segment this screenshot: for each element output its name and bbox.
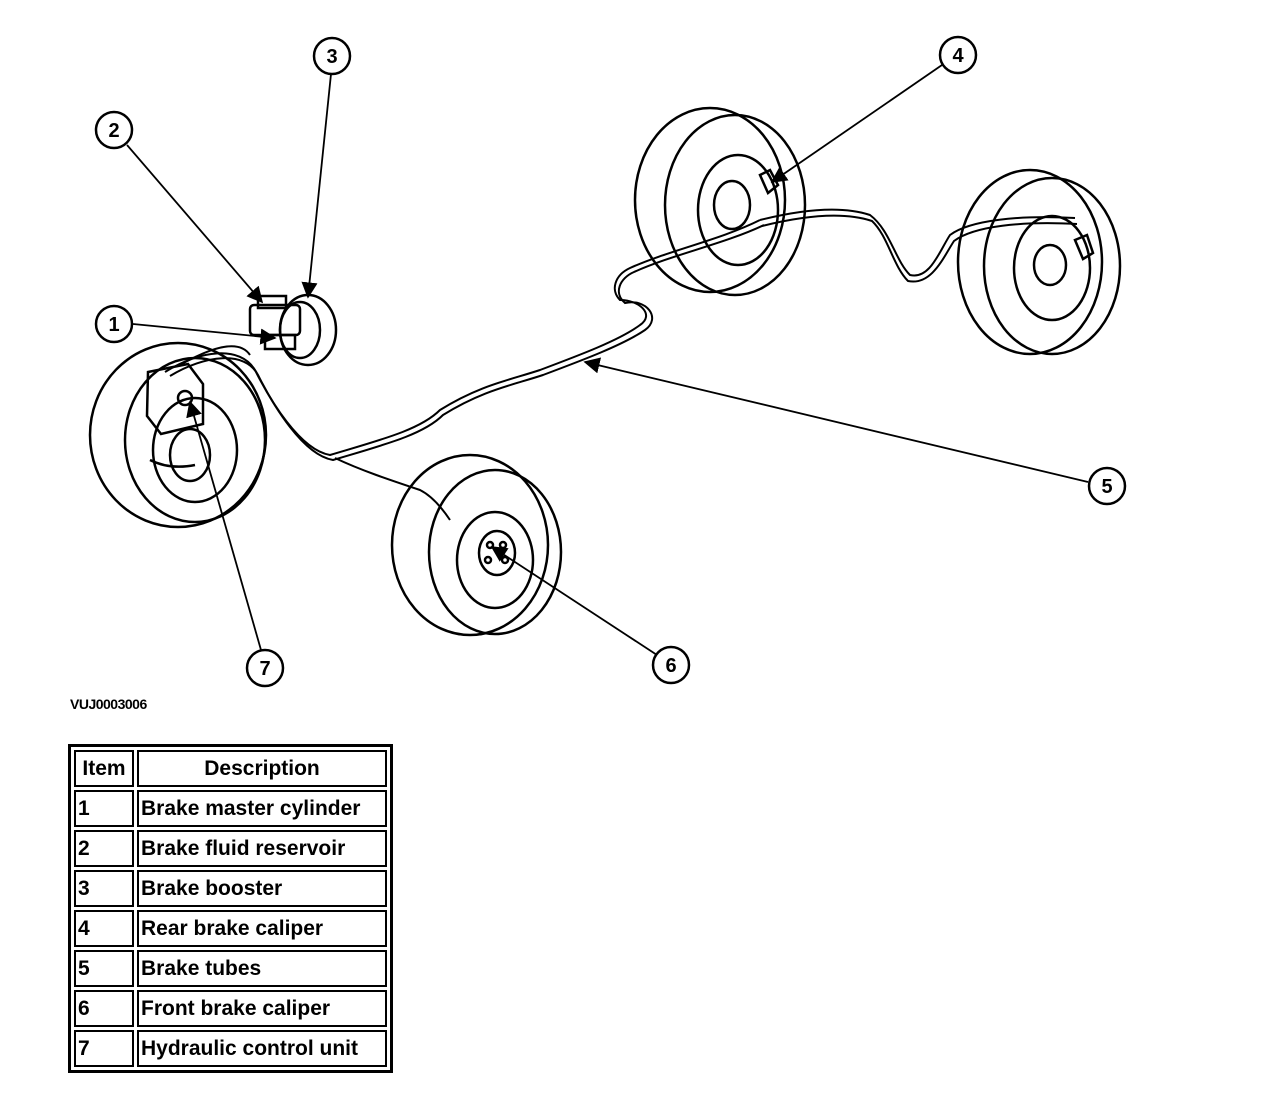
table-row: 4 Rear brake caliper (74, 910, 387, 947)
svg-text:3: 3 (326, 46, 337, 68)
svg-text:2: 2 (108, 120, 119, 142)
legend-header-row: Item Description (74, 750, 387, 787)
legend-header-item: Item (74, 750, 134, 787)
svg-text:7: 7 (259, 658, 270, 680)
legend-item-number: 7 (74, 1030, 134, 1067)
svg-text:1: 1 (108, 314, 119, 336)
legend-item-number: 3 (74, 870, 134, 907)
legend-item-description: Brake tubes (137, 950, 387, 987)
legend-item-description: Hydraulic control unit (137, 1030, 387, 1067)
legend-item-description: Brake booster (137, 870, 387, 907)
svg-text:6: 6 (665, 655, 676, 677)
callout-7: 7 (245, 648, 285, 688)
legend-item-description: Front brake caliper (137, 990, 387, 1027)
legend-header-description: Description (137, 750, 387, 787)
svg-text:4: 4 (952, 45, 964, 67)
hydraulic-control-unit (145, 362, 205, 436)
callout-1: 1 (94, 304, 134, 344)
callout-3: 3 (312, 36, 352, 76)
table-row: 2 Brake fluid reservoir (74, 830, 387, 867)
callout-2: 2 (94, 110, 134, 150)
legend-item-number: 6 (74, 990, 134, 1027)
brake-tubes (164, 208, 1078, 521)
brake-booster-assembly (248, 293, 338, 367)
table-row: 1 Brake master cylinder (74, 790, 387, 827)
legend-item-description: Brake master cylinder (137, 790, 387, 827)
rear-left-wheel (633, 106, 807, 297)
svg-text:5: 5 (1101, 476, 1112, 498)
legend-item-number: 4 (74, 910, 134, 947)
callout-5: 5 (1087, 466, 1127, 506)
table-row: 5 Brake tubes (74, 950, 387, 987)
legend-item-description: Rear brake caliper (137, 910, 387, 947)
legend-item-description: Brake fluid reservoir (137, 830, 387, 867)
callout-4: 4 (938, 35, 978, 75)
table-row: 6 Front brake caliper (74, 990, 387, 1027)
front-right-wheel (390, 453, 563, 637)
callout-6: 6 (651, 645, 691, 685)
table-row: 3 Brake booster (74, 870, 387, 907)
legend-table: Item Description 1 Brake master cylinder… (68, 744, 393, 1073)
table-row: 7 Hydraulic control unit (74, 1030, 387, 1067)
legend-item-number: 2 (74, 830, 134, 867)
legend-item-number: 5 (74, 950, 134, 987)
legend-item-number: 1 (74, 790, 134, 827)
figure-id: VUJ0003006 (70, 696, 147, 712)
brake-system-diagram: 1 2 3 4 5 6 (88, 35, 1127, 688)
rear-right-wheel (956, 168, 1122, 356)
